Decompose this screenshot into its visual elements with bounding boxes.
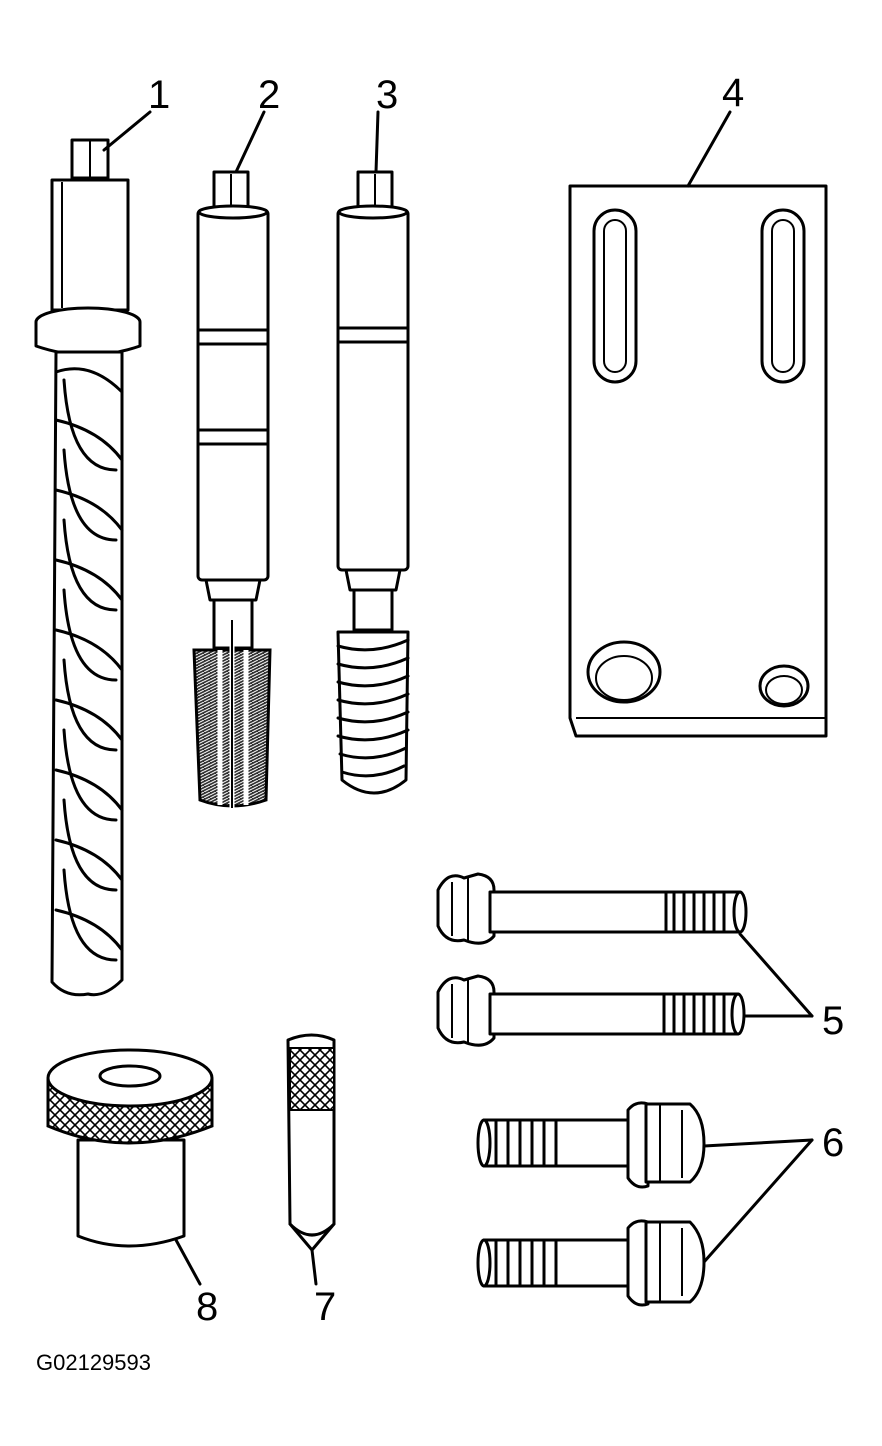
callout-3-label: 3 xyxy=(376,73,398,117)
leader-line-7 xyxy=(310,1248,318,1286)
knurled-pin xyxy=(286,1033,336,1252)
callout-1: 1 xyxy=(102,73,170,152)
callout-2: 2 xyxy=(234,73,280,174)
leader-line-8 xyxy=(174,1238,202,1286)
callout-1-label: 1 xyxy=(148,73,170,117)
guide-plate xyxy=(568,184,828,738)
leader-line-2 xyxy=(234,110,266,174)
flange-bolt-long-1 xyxy=(436,872,748,945)
flange-bolt-short-1 xyxy=(476,1101,706,1189)
callout-8: 8 xyxy=(174,1238,218,1329)
callout-3: 3 xyxy=(374,73,398,174)
thread-tap-a xyxy=(192,170,272,808)
callout-8-label: 8 xyxy=(196,1285,218,1329)
leader-line-6a xyxy=(702,1138,814,1148)
callout-4: 4 xyxy=(686,71,744,188)
callout-5-label: 5 xyxy=(822,999,844,1043)
leader-line-1 xyxy=(102,110,152,152)
figure-id: G02129593 xyxy=(36,1350,151,1375)
knurled-bushing xyxy=(46,1048,214,1248)
callout-2-label: 2 xyxy=(258,73,280,117)
thread-tap-b xyxy=(336,170,410,795)
callout-7-label: 7 xyxy=(314,1285,336,1329)
leader-line-5a xyxy=(738,932,814,1018)
leader-line-6b xyxy=(702,1138,814,1264)
callout-5: 5 xyxy=(738,932,844,1043)
flange-bolt-short-2 xyxy=(476,1219,706,1307)
flange-bolt-long-2 xyxy=(436,974,746,1047)
callout-4-label: 4 xyxy=(722,71,744,115)
leader-line-4 xyxy=(686,110,732,188)
callout-6: 6 xyxy=(702,1121,844,1264)
callout-7: 7 xyxy=(310,1248,336,1329)
drill-bit xyxy=(34,138,142,997)
callout-6-label: 6 xyxy=(822,1121,844,1165)
leader-line-3 xyxy=(374,110,380,174)
